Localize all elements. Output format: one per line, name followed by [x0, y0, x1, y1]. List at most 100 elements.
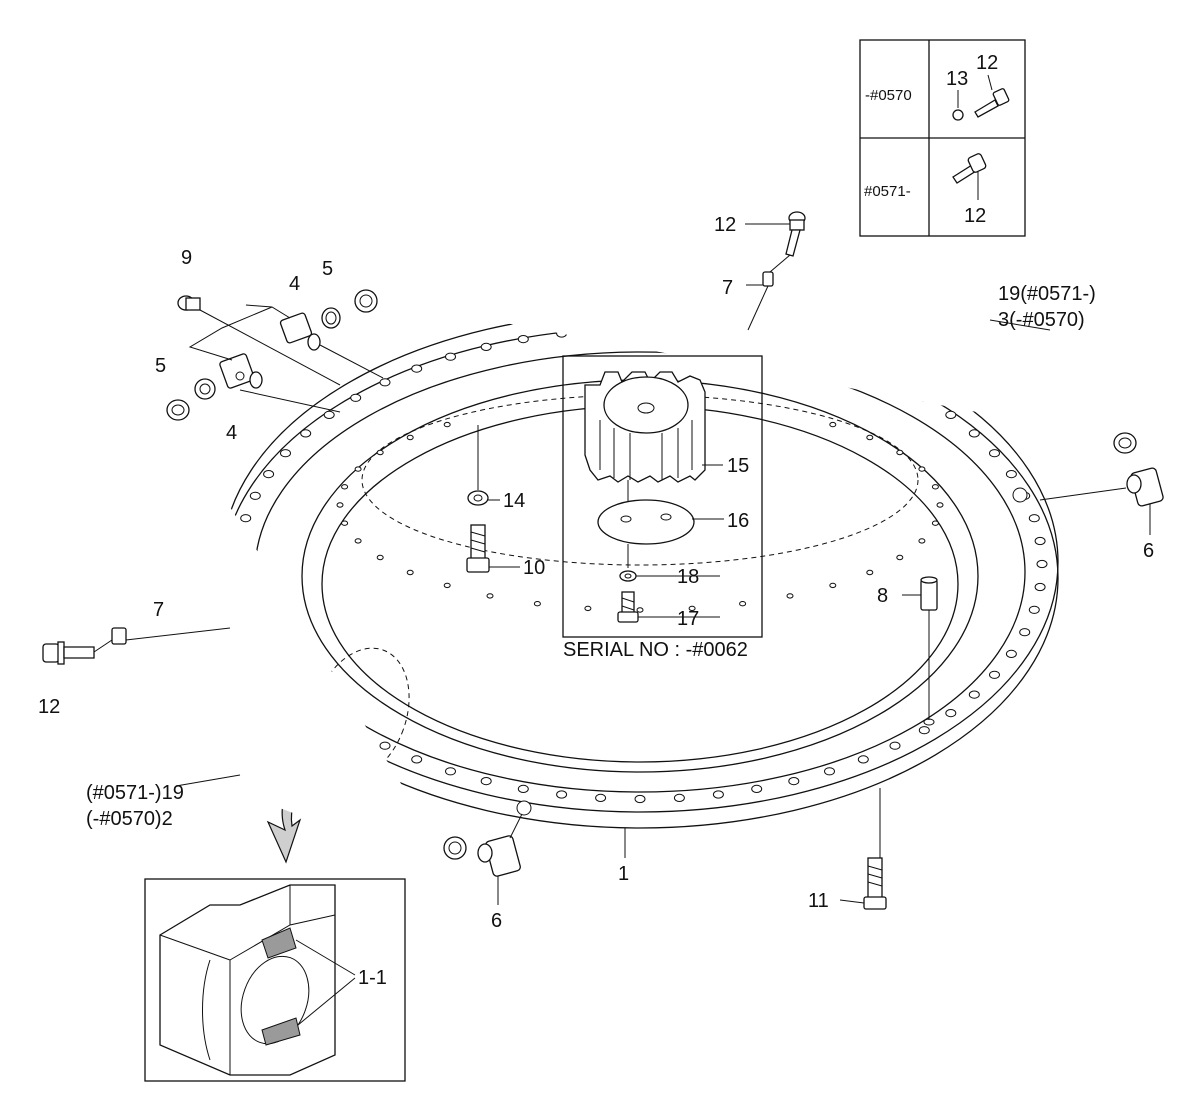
left-hose — [110, 399, 467, 860]
bolt-hole — [354, 538, 362, 544]
bolt-hole — [1036, 559, 1048, 569]
bolt-hole — [406, 434, 414, 441]
seal-mark-lower — [261, 1017, 301, 1046]
adapter-fitting-lower — [194, 353, 341, 413]
bolt-hole — [341, 484, 349, 490]
seal-mark-upper — [261, 927, 297, 959]
bolt-hole — [517, 335, 529, 344]
left-hose-nut-bottom — [443, 836, 467, 860]
bolt-hole — [786, 593, 794, 599]
hose-right-callout-line1: 19(#0571-) — [998, 283, 1096, 305]
bolt-hole — [379, 378, 391, 387]
bolt-hole — [712, 790, 724, 799]
left-hose-nut-top — [166, 399, 190, 421]
bolt-hole — [896, 554, 904, 561]
bolt-hole — [896, 449, 904, 456]
callout-16: 16 — [727, 510, 749, 532]
leader-lines — [175, 223, 1051, 904]
bolt-hole — [989, 670, 1000, 679]
washer-13-icon — [952, 109, 964, 121]
callout-8: 8 — [877, 585, 888, 607]
bolt-hole — [788, 777, 800, 786]
callout-5-top: 5 — [322, 258, 333, 280]
bolt-hole — [443, 421, 451, 428]
bolt-hole — [323, 410, 335, 419]
bolt-hole — [556, 790, 568, 799]
inner-gear-edge — [361, 394, 919, 566]
variant-serial-row2: #0571- — [864, 183, 911, 200]
bolt-hole — [1034, 536, 1046, 546]
right-hose-nut-top — [354, 289, 378, 313]
bolt-hole — [931, 484, 939, 490]
bolt-hole — [918, 538, 926, 544]
bolt-hole — [445, 352, 456, 361]
bolt-hole — [584, 605, 592, 612]
bolt-hole — [445, 767, 456, 776]
elbow-fitting-right — [1039, 467, 1164, 535]
callout-1-1: 1-1 — [358, 967, 387, 989]
callout-18: 18 — [677, 566, 699, 588]
callout-6-right: 6 — [1143, 540, 1154, 562]
bolt-hole — [1028, 605, 1040, 614]
bolt-11 — [863, 788, 887, 910]
hose-clamp-left — [111, 627, 231, 645]
callout-17: 17 — [677, 608, 699, 630]
hose-left-callout-line1: (#0571-)19 — [86, 782, 184, 804]
bolt-hole — [918, 726, 930, 735]
hose-left-callout-line2: (-#0570)2 — [86, 808, 173, 830]
bolt-hole — [595, 793, 607, 803]
callout-15: 15 — [727, 455, 749, 477]
pin-8 — [920, 576, 938, 726]
bolt-hole — [376, 554, 384, 561]
bolt-hole — [350, 393, 362, 402]
callout-12-left: 12 — [38, 696, 60, 718]
callout-4-lower: 4 — [226, 422, 237, 444]
bolt-12-variant-icon — [974, 99, 999, 118]
bolt-hole — [280, 449, 291, 458]
bolt-hole — [857, 755, 869, 764]
detail-inset-box — [144, 878, 406, 1082]
bolt-12-left — [42, 639, 113, 665]
bolt-hole — [1034, 582, 1046, 592]
plate-16 — [597, 499, 724, 545]
bolt-hole — [824, 767, 835, 776]
hose-right-callout-line2: 3(-#0570) — [998, 309, 1085, 331]
bolt-hole — [411, 755, 423, 764]
bolt-hole — [1028, 514, 1040, 523]
bolt-hole — [341, 520, 349, 526]
bolt-hole — [688, 605, 696, 612]
bolt-10 — [466, 524, 490, 573]
callout-9: 9 — [181, 247, 192, 269]
variant-row1-callout-a: 13 — [946, 68, 968, 90]
serial-number-detail-box: SERIAL NO : -#0062 — [562, 355, 763, 661]
bolt-hole — [486, 593, 494, 599]
bolt-hole — [354, 466, 362, 472]
bolt-hole — [673, 793, 685, 803]
washer-18 — [619, 570, 637, 582]
hose-clamp-top — [747, 271, 774, 331]
bolt-hole — [517, 784, 529, 794]
callout-1: 1 — [618, 863, 629, 885]
variant-row1-callout-b: 12 — [976, 52, 998, 74]
callout-7-top: 7 — [722, 277, 733, 299]
bolt-hole — [406, 569, 414, 576]
bolt-12-top — [769, 211, 806, 273]
bolt-hole — [1005, 649, 1017, 659]
bolt-hole — [936, 502, 944, 508]
bolt-hole — [480, 342, 492, 351]
bolt-hole — [263, 470, 275, 479]
bolt-hole — [240, 514, 252, 523]
serial-number-label: SERIAL NO : -#0062 — [563, 639, 748, 661]
bolt-hole — [968, 690, 980, 699]
bolt-hole — [376, 449, 384, 456]
callout-10: 10 — [523, 557, 545, 579]
grease-nipple — [177, 295, 341, 386]
bolt-hole — [739, 601, 747, 607]
bolt-hole — [249, 491, 261, 500]
pinion-gear-15 — [584, 371, 723, 483]
bolt-hole — [411, 364, 423, 373]
bolt-hole — [443, 582, 451, 589]
grease-port — [516, 800, 532, 816]
